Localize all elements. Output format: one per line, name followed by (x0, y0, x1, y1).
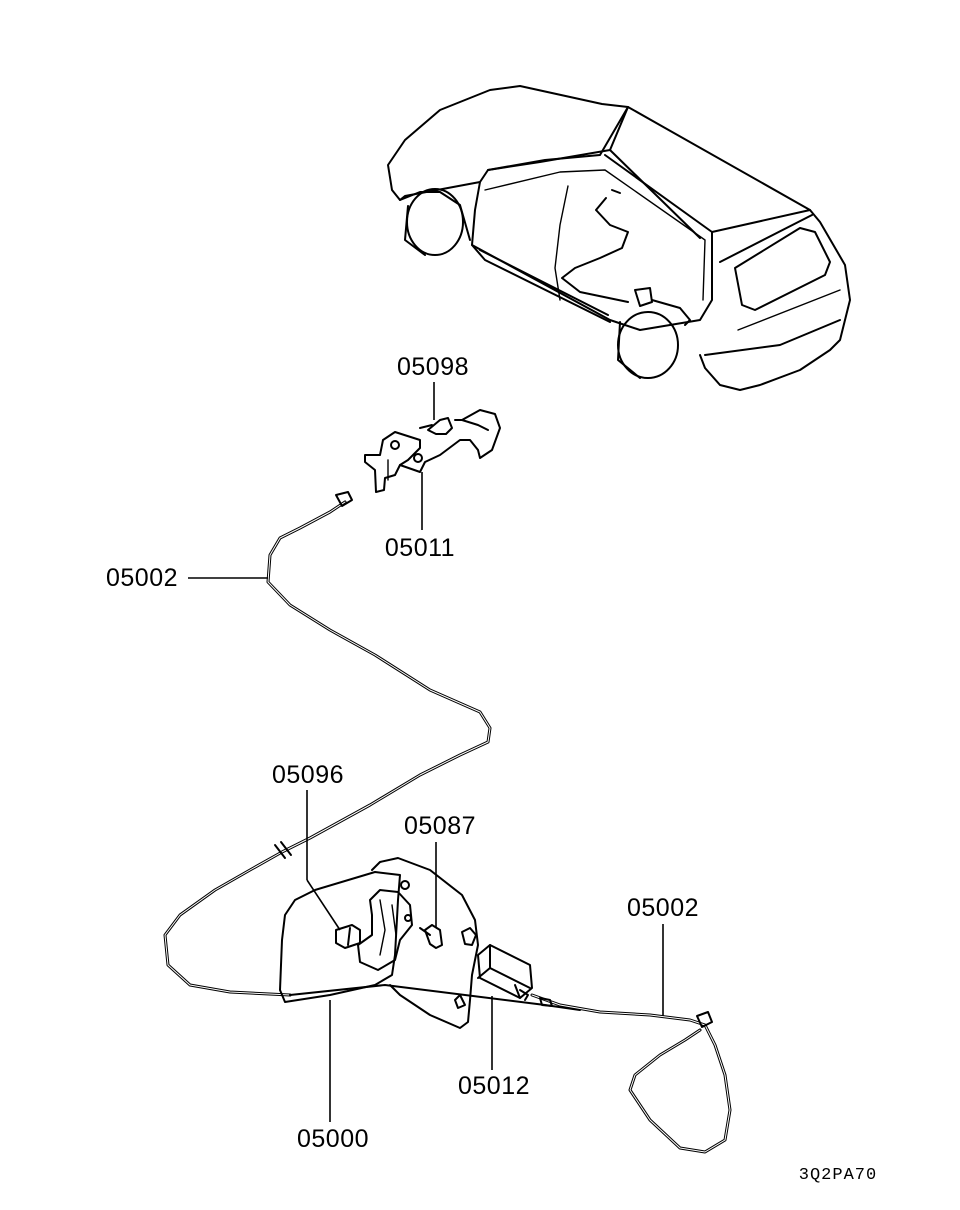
actuator-assembly (477, 944, 533, 1001)
callout-lower-cable: 05002 (627, 894, 699, 922)
callout-clip: 05096 (272, 761, 344, 789)
callout-fuel-lid: 05000 (297, 1125, 369, 1153)
vehicle-illustration (387, 85, 851, 391)
callout-release-handle: 05011 (385, 534, 455, 562)
lower-release-cable (530, 993, 732, 1154)
part-labels: 05098 05011 05002 05096 05087 05002 0501… (106, 353, 877, 1185)
drawing-code: 3Q2PA70 (799, 1166, 877, 1185)
callout-upper-cable: 05002 (106, 564, 178, 592)
callout-lid-bolt: 05087 (404, 812, 476, 840)
release-handle-assembly (364, 409, 501, 493)
fuel-lid-assembly (279, 857, 581, 1029)
callout-actuator: 05012 (458, 1072, 530, 1100)
callout-upper-latch-bolt: 05098 (397, 353, 469, 381)
leader-lines (188, 382, 664, 1122)
upper-release-cable (163, 491, 492, 997)
